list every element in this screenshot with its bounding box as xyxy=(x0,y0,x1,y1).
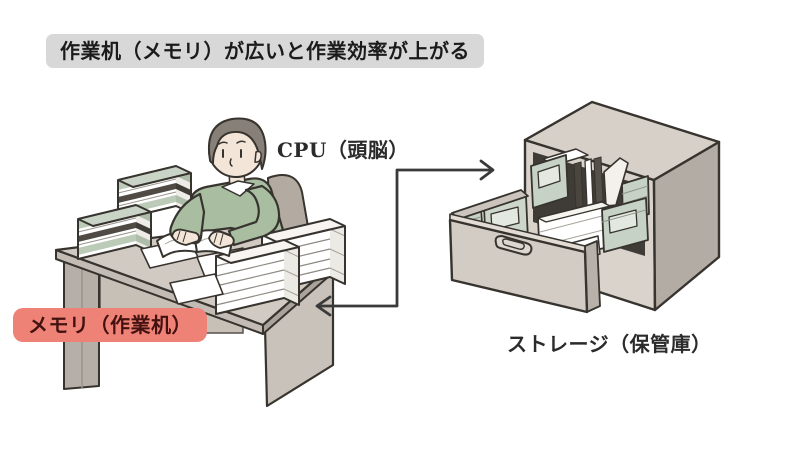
storage-label: ストレージ（保管庫） xyxy=(507,332,712,356)
right-sleeve xyxy=(227,184,281,247)
person-hair xyxy=(208,117,267,170)
book-spine xyxy=(573,161,584,209)
paper-sheet xyxy=(169,273,224,305)
person-eyebrows xyxy=(218,140,246,145)
person-eyes xyxy=(222,149,242,158)
drawer xyxy=(448,189,601,314)
book-spine xyxy=(593,156,604,204)
cabinet-illustration xyxy=(448,100,721,314)
person-nose xyxy=(229,158,233,167)
drawer-handle xyxy=(494,235,533,256)
person-arms xyxy=(169,184,281,249)
cpu-label: CPU（頭脳） xyxy=(277,138,409,162)
memory-badge: メモリ（作業机） xyxy=(13,308,207,342)
arrowhead-left xyxy=(315,295,332,317)
drawer-front-panel xyxy=(448,218,589,314)
cabinet-right-side xyxy=(652,140,721,312)
person-collar xyxy=(221,180,255,197)
book-spine xyxy=(584,158,594,207)
memory-storage-arrow xyxy=(315,159,495,317)
arrowhead-right xyxy=(479,159,495,181)
title-banner: 作業机（メモリ）が広いと作業効率が上がる xyxy=(46,34,484,68)
person-ear xyxy=(254,150,262,163)
